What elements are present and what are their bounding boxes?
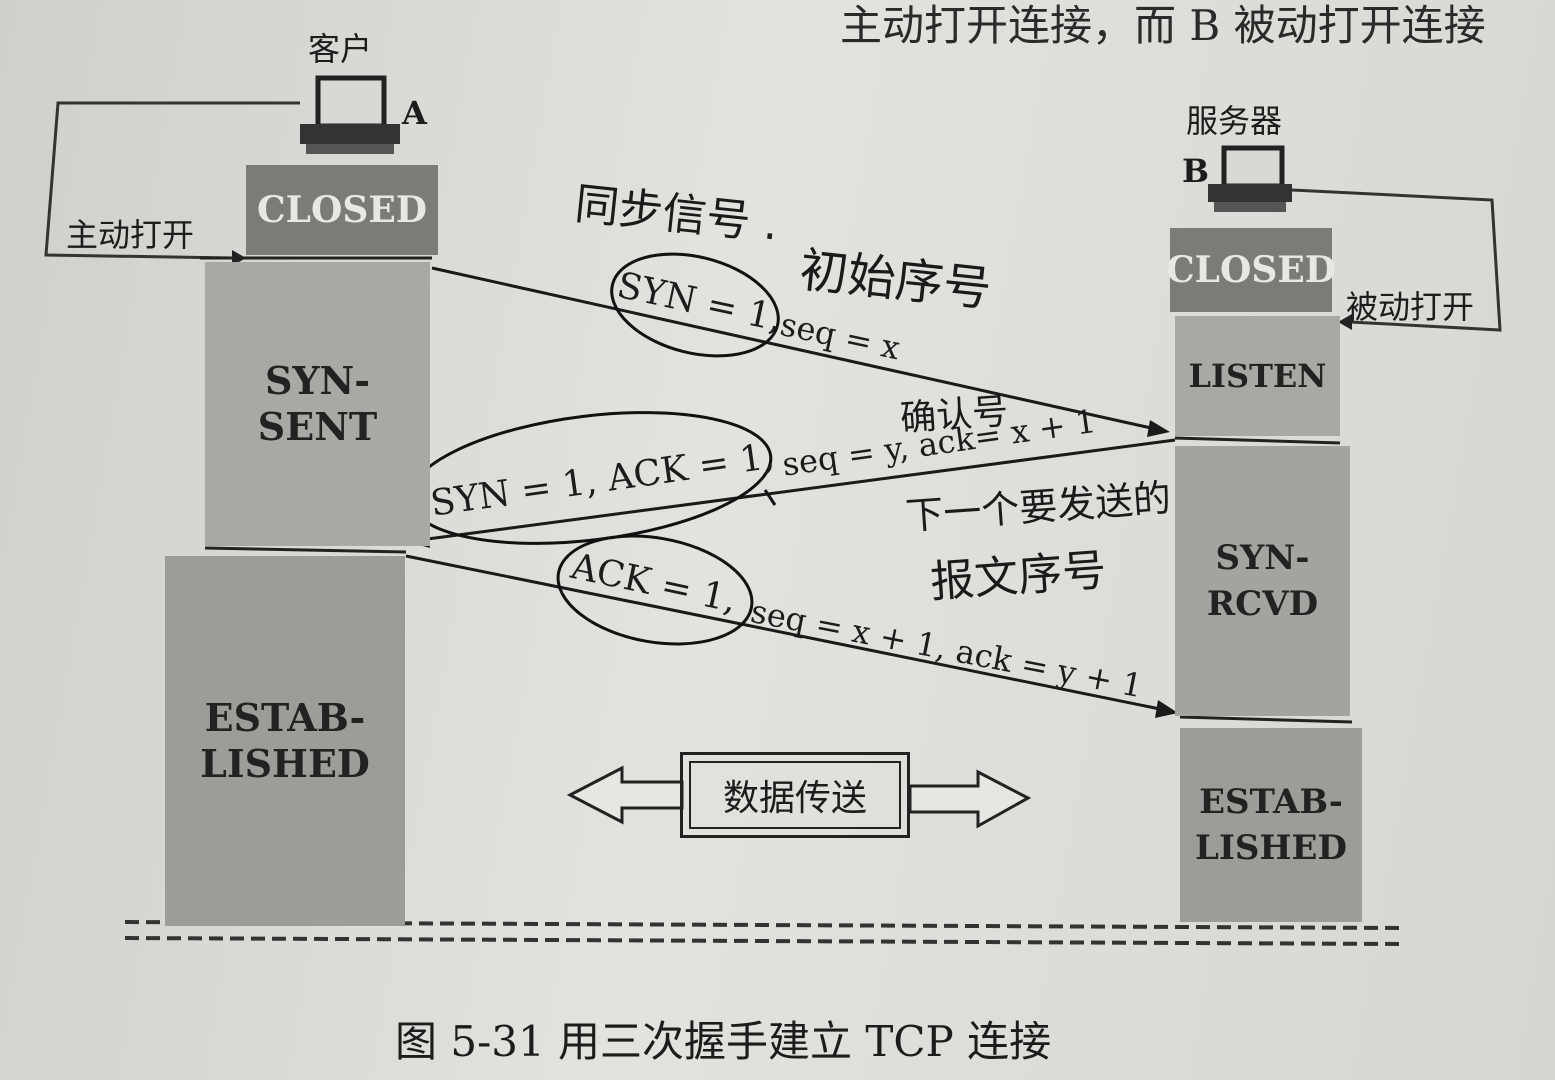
- server-state-established: ESTAB- LISHED: [1180, 728, 1362, 922]
- passive-open-arrowhead: [1338, 314, 1352, 330]
- ack-ellipse: [556, 534, 754, 646]
- client-label: 客户: [308, 30, 373, 68]
- server-computer-icon: [1208, 145, 1292, 212]
- ack-arrow-line: [405, 554, 1166, 712]
- server-state-syn-rcvd: SYN- RCVD: [1175, 446, 1350, 716]
- data-transfer-label: 数据传送: [722, 778, 867, 819]
- bottom-dashed-line-2: [124, 936, 1401, 946]
- passive-open-label: 被动打开: [1346, 288, 1475, 326]
- top-text: 主动打开连接，而 B 被动打开连接: [840, 1, 1486, 50]
- data-transfer-box: 数据传送: [680, 752, 910, 838]
- client-letter: A: [402, 94, 427, 132]
- client-state-established: ESTAB- LISHED: [165, 556, 405, 926]
- client-state-closed: CLOSED: [246, 165, 438, 255]
- client-computer-icon: [300, 75, 400, 154]
- figure-caption: 图 5-31 用三次握手建立 TCP 连接: [395, 1017, 1052, 1066]
- server-state-listen: LISTEN: [1175, 316, 1340, 436]
- data-transfer-right-arrow: [908, 769, 1032, 829]
- annotation-ack-number: 确认号: [898, 391, 1010, 440]
- data-transfer-left-arrow: [566, 765, 684, 825]
- server-state-closed: CLOSED: [1166, 228, 1336, 312]
- client-state-syn-sent: SYN- SENT: [205, 262, 430, 546]
- passive-open-loop: [1291, 188, 1502, 332]
- synack-arrow-line: [419, 438, 1176, 542]
- annotation-next-seq-line2: 报文序号: [928, 544, 1108, 609]
- server-letter: B: [1182, 152, 1210, 190]
- ack-arrowhead: [1155, 700, 1178, 718]
- active-open-label: 主动打开: [66, 216, 195, 254]
- syn-arrow-line: [431, 266, 1161, 432]
- active-open-loop: [44, 101, 300, 260]
- server-label: 服务器: [1186, 102, 1283, 140]
- syn-ellipse: [610, 252, 780, 358]
- syn-arrowhead: [1147, 420, 1170, 437]
